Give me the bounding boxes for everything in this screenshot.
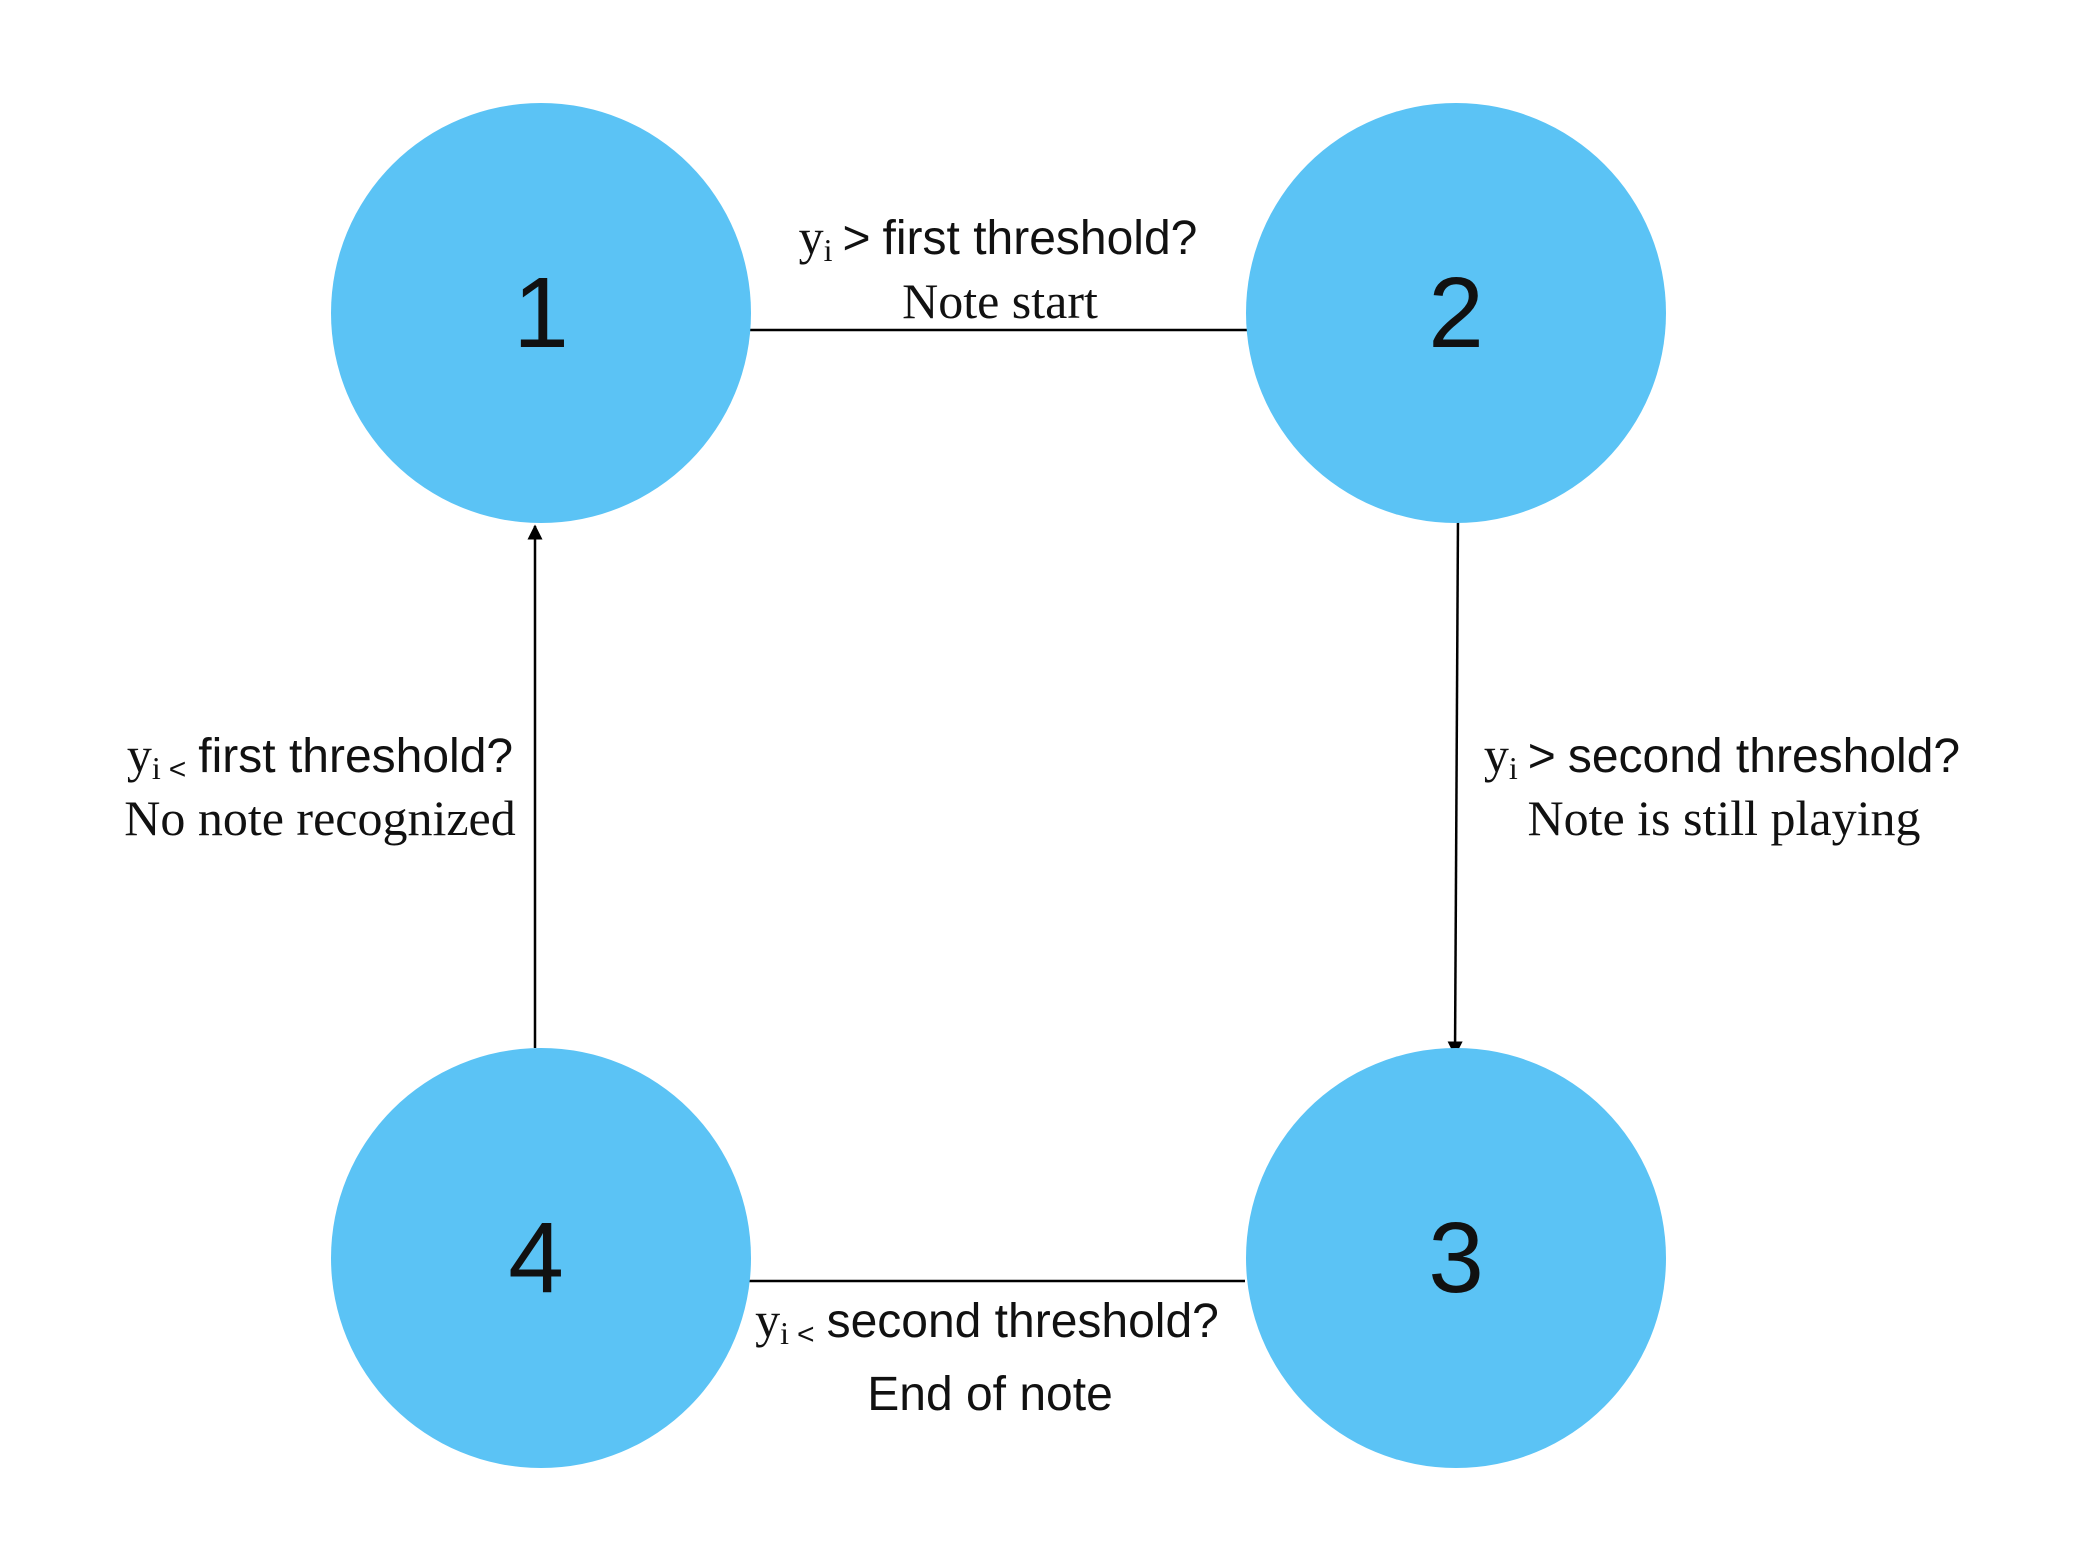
edge-description: End of note xyxy=(867,1368,1113,1421)
state-label: 4 xyxy=(508,1202,564,1314)
state-label: 3 xyxy=(1428,1202,1484,1314)
state-node-1: 1 xyxy=(331,103,751,523)
edge-condition: yi>second threshold? xyxy=(1484,727,1960,786)
state-label: 1 xyxy=(513,257,569,369)
state-circle xyxy=(1246,1048,1666,1468)
state-node-4: 4 xyxy=(331,1048,751,1468)
edge-4-to-1-label: yi<first threshold? No note recognized xyxy=(124,727,516,846)
state-circle xyxy=(331,1048,751,1468)
edge-condition: yi>first threshold? xyxy=(799,209,1198,268)
edge-description: Note is still playing xyxy=(1527,790,1920,846)
edge-2-to-3-arrow xyxy=(1447,515,1463,1057)
edge-3-to-4-label: yi<second threshold? End of note xyxy=(755,1292,1219,1421)
edge-2-to-3-label: yi>second threshold? Note is still playi… xyxy=(1484,727,1960,846)
edge-condition: yi<first threshold? xyxy=(127,727,513,786)
state-circle xyxy=(331,103,751,523)
state-circle xyxy=(1246,103,1666,523)
edge-description: Note start xyxy=(902,273,1098,329)
edge-description: No note recognized xyxy=(124,790,516,846)
edge-condition: yi<second threshold? xyxy=(755,1292,1219,1351)
edge-1-to-2-label: yi>first threshold? Note start xyxy=(799,209,1198,329)
state-label: 2 xyxy=(1428,257,1484,369)
state-node-2: 2 xyxy=(1246,103,1666,523)
state-node-3: 3 xyxy=(1246,1048,1666,1468)
